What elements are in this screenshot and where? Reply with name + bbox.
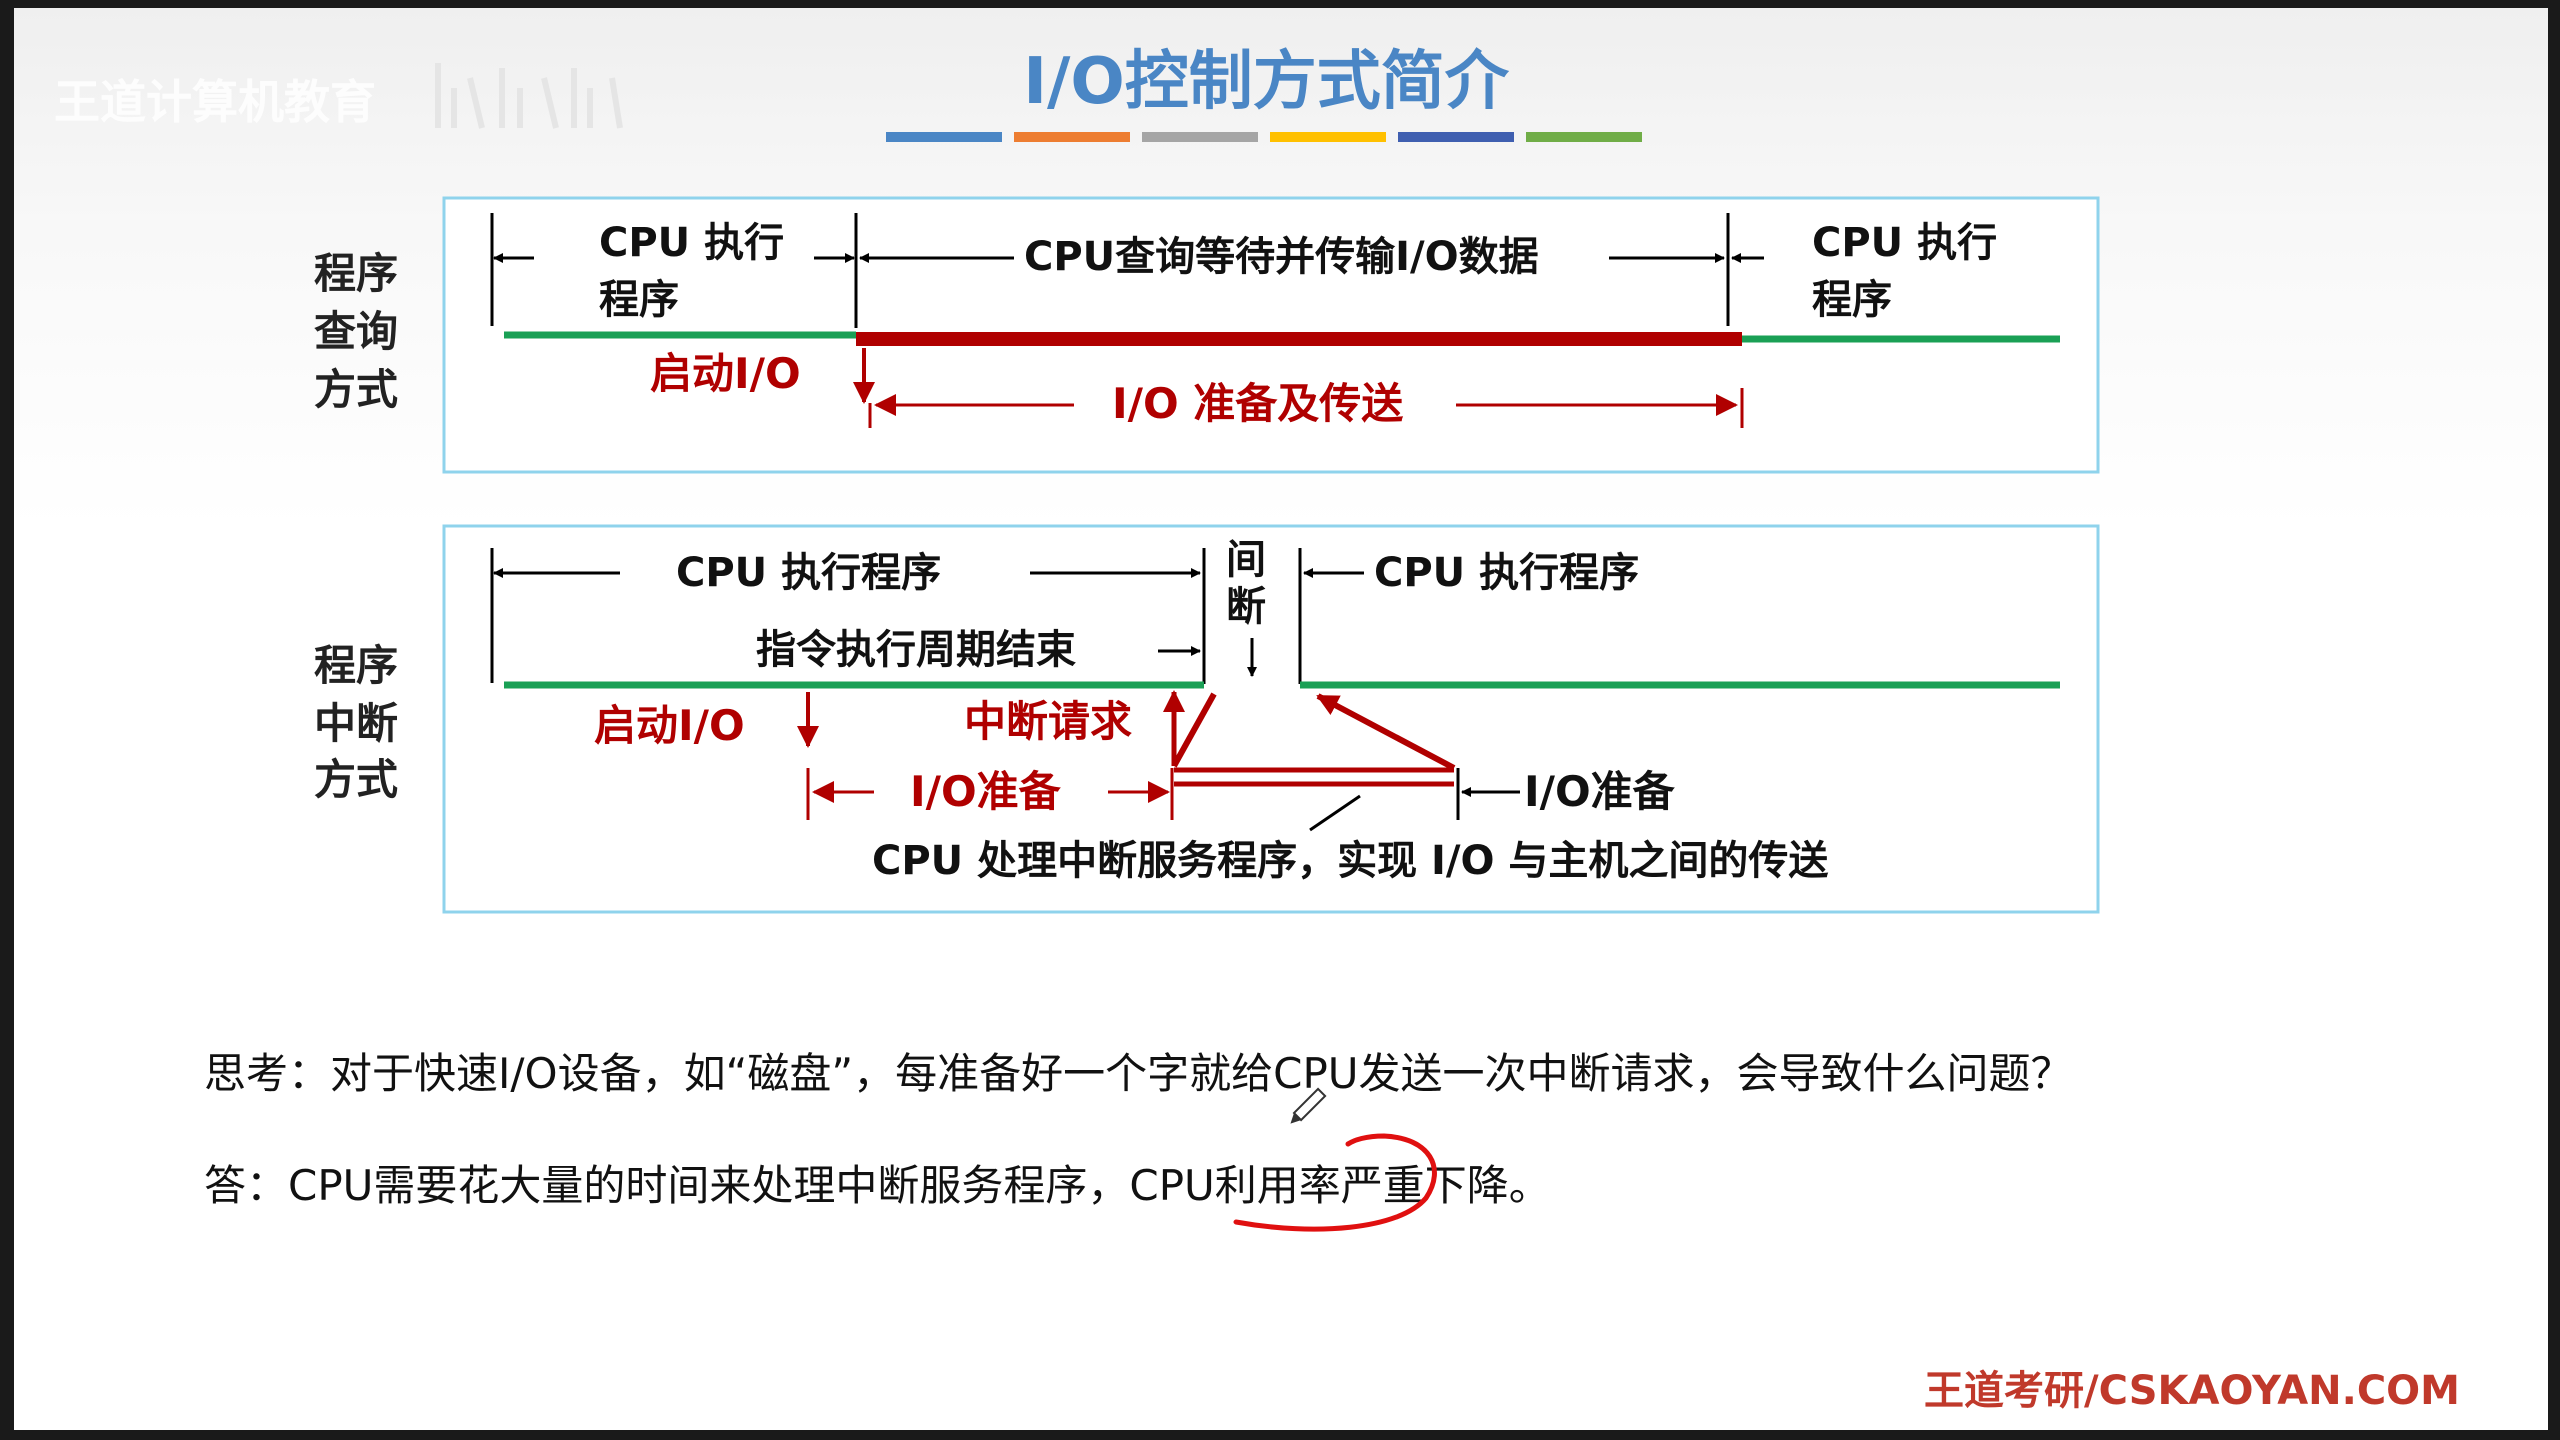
title-underline-bars xyxy=(886,132,1642,142)
question-text: 思考：对于快速I/O设备，如“磁盘”，每准备好一个字就给CPU发送一次中断请求，… xyxy=(204,1049,2073,1098)
title-bar-3 xyxy=(1142,132,1258,142)
watermark-brand: 王道计算机教育 xyxy=(54,75,376,129)
interrupt-request-label: 中断请求 xyxy=(964,697,1132,746)
interrupt-cpu-exec-left: CPU 执行程序 xyxy=(676,550,941,596)
interrupt-return-arrow xyxy=(1316,693,1456,771)
interrupt-cpu-exec-right: CPU 执行程序 xyxy=(1374,550,1639,596)
polling-query-transfer-label: CPU查询等待并传输I/O数据 xyxy=(1024,234,1539,280)
polling-mode-diagram: 程序 查询 方式 CPU 执行 程序 CPU查询等待并传输I/O数据 CPU 执… xyxy=(314,196,2100,474)
interrupt-side-label: 程序 中断 方式 xyxy=(314,641,413,804)
footer-brand: 王道考研/CSKAOYAN.COM xyxy=(1924,1368,2460,1414)
polling-cpu-exec-left: CPU 执行 程序 xyxy=(599,220,798,323)
polling-cpu-exec-right: CPU 执行 程序 xyxy=(1812,220,2011,323)
interrupt-break-label: 间 断 xyxy=(1226,537,1280,630)
polling-start-io-label: 启动I/O xyxy=(650,349,801,398)
interrupt-note-leader xyxy=(1309,794,1361,832)
title-bar-6 xyxy=(1526,132,1642,142)
polling-io-prepare-label: I/O 准备及传送 xyxy=(1112,379,1403,428)
bilibili-logo-icon xyxy=(435,63,623,129)
interrupt-io-prepare-right: I/O准备 xyxy=(1524,767,1676,816)
interrupt-mode-diagram: 程序 中断 方式 CPU 执行程序 CPU 执行程序 间 断 指令执行周期结束 … xyxy=(314,524,2100,914)
interrupt-enter-diagonal xyxy=(1171,692,1217,768)
handwritten-underline-mark xyxy=(1233,1133,1437,1232)
answer-text: 答：CPU需要花大量的时间来处理中断服务程序，CPU利用率严重下降。 xyxy=(204,1161,1551,1210)
interrupt-start-io-label: 启动I/O xyxy=(594,701,745,750)
diagram-canvas: 王道计算机教育 I/O控制方式简介 程序 查询 方式 CPU 执行 程序 CPU… xyxy=(54,45,2460,1414)
title-bar-4 xyxy=(1270,132,1386,142)
interrupt-box xyxy=(442,524,2100,914)
interrupt-instr-cycle-end: 指令执行周期结束 xyxy=(756,627,1076,673)
title-bar-1 xyxy=(886,132,1002,142)
title-bar-5 xyxy=(1398,132,1514,142)
slide: 王道计算机教育 I/O控制方式简介 程序 查询 方式 CPU 执行 程序 CPU… xyxy=(14,8,2548,1430)
title-bar-2 xyxy=(1014,132,1130,142)
polling-side-label: 程序 查询 方式 xyxy=(314,249,413,414)
interrupt-handler-note: CPU 处理中断服务程序，实现 I/O 与主机之间的传送 xyxy=(872,838,1828,884)
interrupt-io-prepare-left: I/O准备 xyxy=(910,767,1062,816)
slide-title: I/O控制方式简介 xyxy=(1023,45,1510,119)
